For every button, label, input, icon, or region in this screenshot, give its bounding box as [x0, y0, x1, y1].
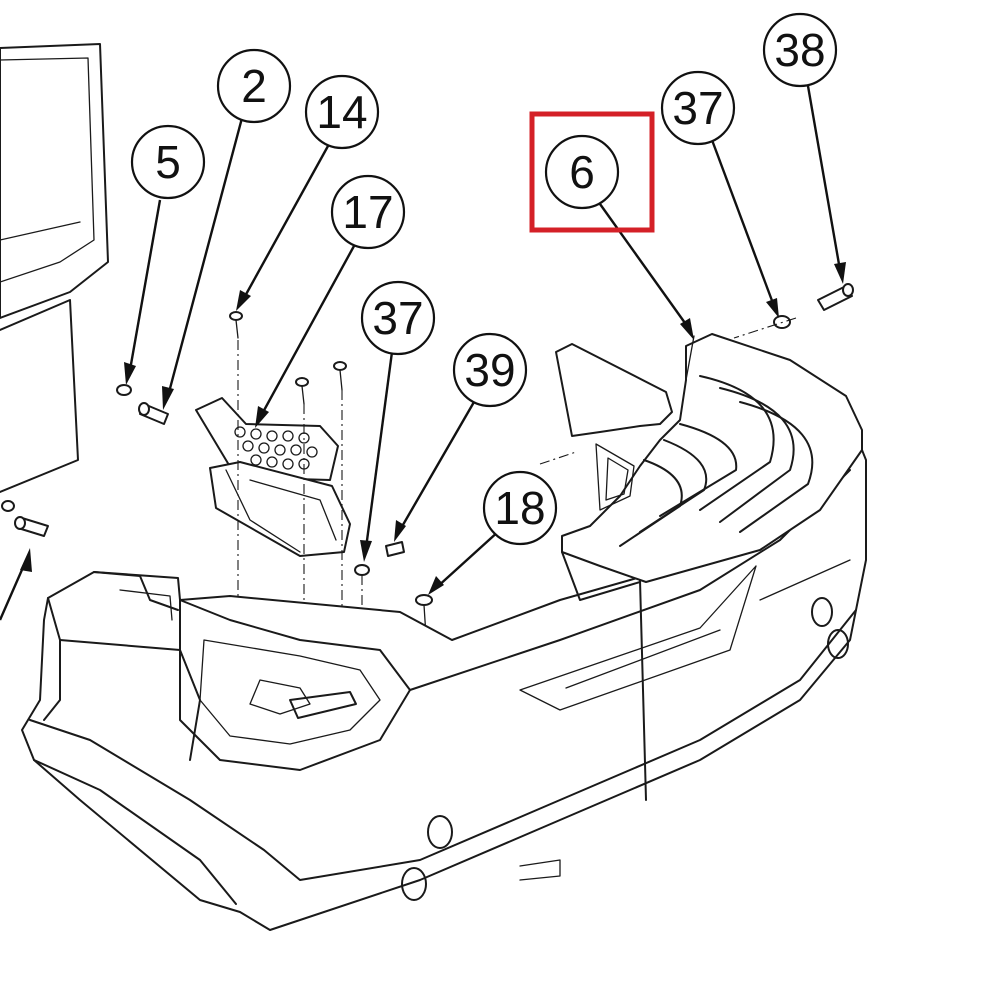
callout-14-label: 14 — [316, 86, 367, 138]
rear-cover-part-6 — [555, 333, 863, 601]
fastener-screws — [1, 283, 854, 637]
callout-2-label: 2 — [241, 60, 267, 112]
callout-38: 38 — [762, 12, 838, 88]
callout-37-right: 37 — [660, 70, 736, 146]
callout-17-label: 17 — [342, 186, 393, 238]
seat-body-panel — [0, 43, 109, 493]
callout-14: 14 — [304, 74, 380, 150]
callout-6-label: 6 — [569, 146, 595, 198]
callout-5-label: 5 — [155, 136, 181, 188]
highlight-box — [529, 111, 655, 233]
footrest-bracket — [195, 397, 351, 557]
callout-17: 17 — [330, 174, 406, 250]
callout-5: 5 — [130, 124, 206, 200]
callout-37-left-label: 37 — [372, 292, 423, 344]
rear-body-housing — [21, 419, 867, 931]
callout-37-left: 37 — [360, 280, 436, 356]
tread-pattern — [234, 426, 318, 470]
callout-38-label: 38 — [774, 24, 825, 76]
callout-18: 18 — [482, 470, 558, 546]
callout-39-label: 39 — [464, 344, 515, 396]
callout-6: 6 — [544, 134, 620, 210]
callout-39: 39 — [452, 332, 528, 408]
leader-lines — [0, 85, 846, 621]
callout-37-right-label: 37 — [672, 82, 723, 134]
callout-18-label: 18 — [494, 482, 545, 534]
callout-2: 2 — [216, 48, 292, 124]
